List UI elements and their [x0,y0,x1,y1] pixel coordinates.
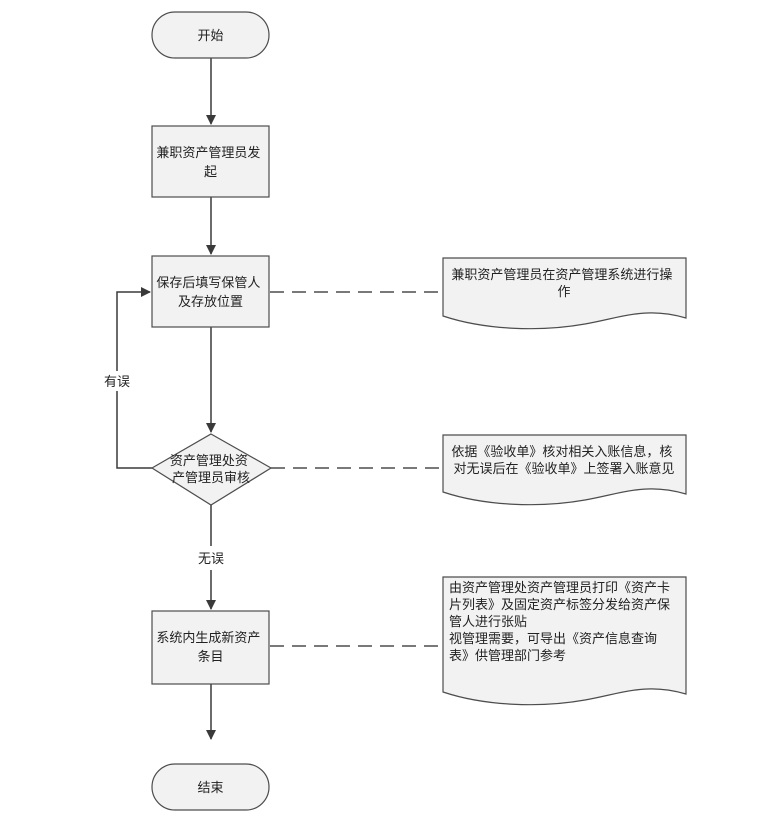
initiate-node: 兼职资产管理员发 起 [151,125,270,198]
note-print-line2: 片列表》及固定资产标签分发给资产保 [449,597,670,613]
svg-text:保存后填写保管人 及存放位置: 保存后填写保管人 及存放位置 [156,276,264,310]
review-decision-node: 资产管理处资 产管理员审核 [150,433,273,506]
note-operate-line1: 兼职资产管理员在资产管理系统进行操 [451,267,672,283]
note-print-line1: 由资产管理处资产管理员打印《资产卡 [449,581,670,596]
generate-node: 系统内生成新资产 条目 [151,610,270,685]
note-print: 由资产管理处资产管理员打印《资产卡 片列表》及固定资产标签分发给资产保 管人进行… [442,576,687,706]
fill-in-label-line1: 保存后填写保管人 [156,276,260,291]
edge-label-ok: 无误 [198,552,224,567]
svg-text:系统内生成新资产 条目: 系统内生成新资产 条目 [156,630,264,665]
note-print-line5: 视管理需要，可导出《资产信息查询 [449,631,657,647]
end-node: 结束 [151,763,270,811]
initiate-label-line1: 兼职资产管理员发 [156,145,260,161]
note-operate-line2: 作 [557,285,570,300]
generate-label-line2: 条目 [197,649,223,665]
fill-in-label-line2: 及存放位置 [178,295,243,310]
svg-text:由资产管理处资产管理员打印《资产卡 片列表》及固: 由资产管理处资产管理员打印《资产卡 片列表》及固定资产标签分发给资产保 管人进行… [449,581,674,664]
start-label: 开始 [197,29,223,44]
review-label-line1: 资产管理处资 [170,454,248,469]
edge-label-error-group: 有误 [101,371,133,391]
initiate-label-line2: 起 [204,165,217,180]
fill-in-node: 保存后填写保管人 及存放位置 [151,255,270,328]
review-label-line2: 产管理员审核 [172,471,250,486]
svg-text:资产管理处资 产管理员审核: 资产管理处资 产管理员审核 [170,454,252,486]
svg-text:兼职资产管理员发 起: 兼职资产管理员发 起 [156,145,264,180]
dashed-connectors [270,291,442,647]
edge-label-ok-group: 无误 [198,552,224,567]
generate-label-line1: 系统内生成新资产 [156,630,260,646]
note-verify: 依据《验收单》核对相关入账信息，核 对无误后在《验收单》上签署入账意见 [442,434,687,506]
start-node: 开始 [151,11,270,59]
svg-text:依据《验收单》核对相关入账信息，核 对无误后在《: 依据《验收单》核对相关入账信息，核 对无误后在《验收单》上签署入账意见 [451,444,676,477]
note-operate: 兼职资产管理员在资产管理系统进行操 作 [442,257,687,330]
note-print-line6: 表》供管理部门参考 [449,648,566,664]
end-label: 结束 [197,781,223,796]
edge-label-error: 有误 [104,375,130,390]
note-verify-line1: 依据《验收单》核对相关入账信息，核 [451,444,672,460]
svg-text:兼职资产管理员在资产管理系统进行操 作: 兼职资产管理员在资产管理系统进行操 作 [451,267,676,300]
note-print-line3: 管人进行张贴 [449,615,527,630]
note-verify-line2: 对无误后在《验收单》上签署入账意见 [453,461,674,477]
